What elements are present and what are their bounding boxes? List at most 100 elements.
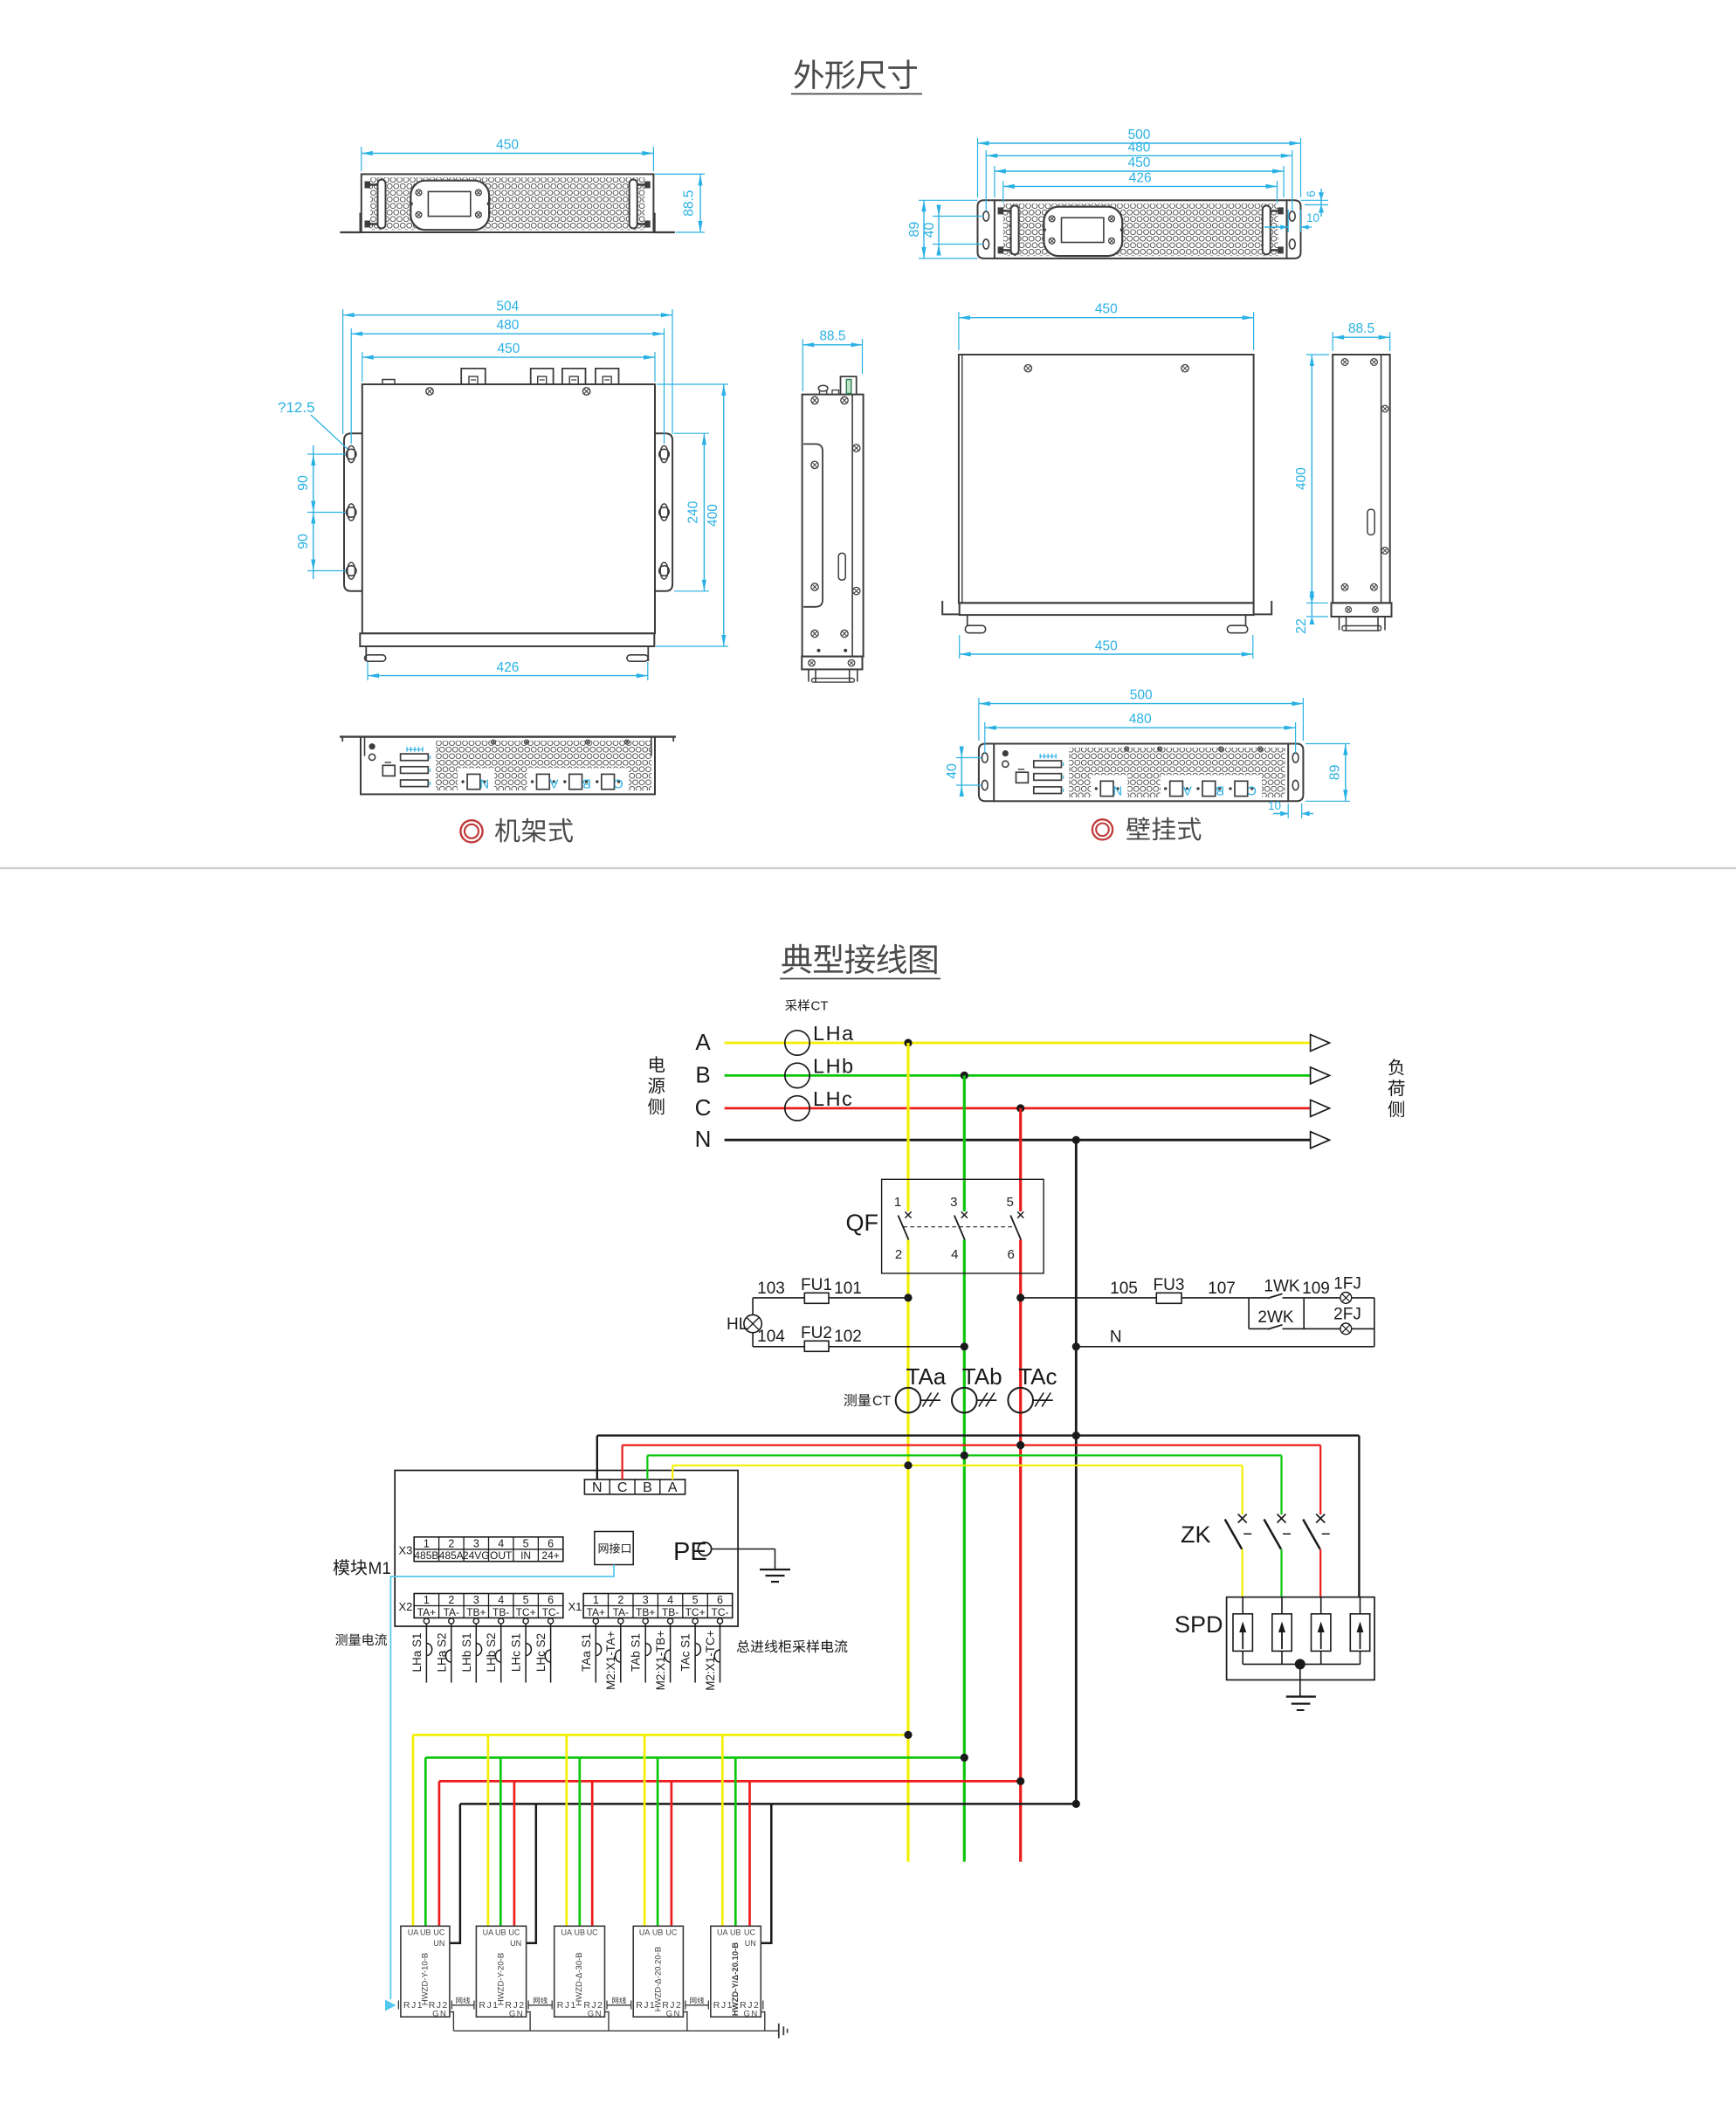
svg-text:450: 450 xyxy=(497,342,520,356)
svg-text:6: 6 xyxy=(1305,190,1318,197)
svg-text:B: B xyxy=(695,1061,710,1087)
svg-text:1: 1 xyxy=(424,1537,430,1549)
svg-text:N: N xyxy=(1110,1328,1122,1347)
svg-text:C: C xyxy=(695,1094,712,1121)
svg-text:TA-: TA- xyxy=(613,1606,629,1618)
svg-text:RJ1: RJ1 xyxy=(636,2000,656,2011)
svg-text:LHc S2: LHc S2 xyxy=(534,1633,548,1672)
svg-text:2FJ: 2FJ xyxy=(1333,1306,1361,1324)
svg-text:B: B xyxy=(643,1480,652,1495)
svg-text:101: 101 xyxy=(834,1280,862,1298)
svg-text:TB-: TB- xyxy=(662,1606,679,1618)
svg-text:ZK: ZK xyxy=(1181,1521,1211,1548)
svg-text:RJ2: RJ2 xyxy=(429,2000,449,2011)
svg-text:RJ1: RJ1 xyxy=(403,2000,424,2011)
svg-text:5: 5 xyxy=(692,1594,699,1606)
svg-text:A: A xyxy=(695,1029,711,1055)
svg-text:2: 2 xyxy=(895,1247,902,1262)
svg-text:UN: UN xyxy=(745,1939,756,1948)
svg-text:UB: UB xyxy=(420,1928,431,1937)
svg-text:RJ1: RJ1 xyxy=(479,2000,499,2011)
svg-text:2WK: 2WK xyxy=(1257,1308,1294,1327)
svg-text:GN: GN xyxy=(432,2010,447,2019)
svg-text:TAa: TAa xyxy=(906,1363,947,1390)
svg-text:UA: UA xyxy=(639,1928,651,1937)
svg-text:A: A xyxy=(668,1480,678,1495)
svg-text:1: 1 xyxy=(894,1195,901,1210)
svg-text:OUT: OUT xyxy=(490,1549,513,1562)
svg-text:CT: CT xyxy=(872,1394,892,1409)
svg-text:C: C xyxy=(1247,783,1257,798)
svg-text:UC: UC xyxy=(744,1928,755,1937)
svg-text:A: A xyxy=(1183,783,1192,798)
svg-text:TAc S1: TAc S1 xyxy=(679,1633,692,1671)
svg-text:88.5: 88.5 xyxy=(819,328,845,343)
svg-text:3: 3 xyxy=(950,1195,957,1210)
svg-text:400: 400 xyxy=(706,504,720,527)
svg-text:M2:X1-TA+: M2:X1-TA+ xyxy=(604,1631,617,1690)
svg-text:FU3: FU3 xyxy=(1154,1276,1185,1294)
svg-text:400: 400 xyxy=(1294,467,1309,490)
svg-text:TB+: TB+ xyxy=(636,1606,655,1618)
svg-text:2: 2 xyxy=(617,1594,623,1606)
svg-text:UN: UN xyxy=(433,1939,444,1948)
svg-text:LHc S1: LHc S1 xyxy=(510,1633,523,1672)
svg-text:1: 1 xyxy=(593,1594,599,1606)
svg-text:UA: UA xyxy=(717,1928,728,1937)
svg-text:450: 450 xyxy=(496,138,519,153)
svg-text:109: 109 xyxy=(1302,1280,1330,1298)
svg-text:LHc: LHc xyxy=(813,1087,853,1110)
svg-text:90: 90 xyxy=(296,534,311,549)
svg-text:UN: UN xyxy=(510,1939,521,1948)
svg-text:RJ2: RJ2 xyxy=(662,2000,682,2011)
svg-text:N: N xyxy=(695,1126,712,1152)
svg-text:RJ2: RJ2 xyxy=(740,2000,760,2011)
svg-text:GN: GN xyxy=(666,2010,681,2019)
svg-text:1FJ: 1FJ xyxy=(1333,1275,1361,1294)
svg-text:N: N xyxy=(479,776,489,791)
svg-text:UA: UA xyxy=(561,1928,573,1937)
svg-text:5: 5 xyxy=(523,1594,529,1606)
svg-text:TA+: TA+ xyxy=(587,1606,605,1618)
svg-text:HWZD-Δ-20.20-B: HWZD-Δ-20.20-B xyxy=(653,1947,663,2011)
svg-text:88.5: 88.5 xyxy=(682,190,697,217)
svg-text:240: 240 xyxy=(686,500,701,523)
svg-text:FU1: FU1 xyxy=(801,1276,832,1294)
svg-text:450: 450 xyxy=(1128,155,1151,170)
svg-text:TB+: TB+ xyxy=(466,1606,486,1618)
svg-text:450: 450 xyxy=(1095,302,1118,317)
svg-text:B: B xyxy=(1216,783,1224,798)
svg-text:4: 4 xyxy=(498,1594,504,1606)
svg-text:FU2: FU2 xyxy=(801,1324,832,1342)
svg-text:426: 426 xyxy=(496,660,519,675)
svg-text:TC+: TC+ xyxy=(516,1606,536,1618)
svg-text:10: 10 xyxy=(1268,799,1281,812)
svg-text:500: 500 xyxy=(1128,128,1151,142)
svg-text:2: 2 xyxy=(448,1537,454,1549)
svg-text:UC: UC xyxy=(665,1928,677,1937)
svg-text:QF: QF xyxy=(846,1210,879,1236)
svg-text:UC: UC xyxy=(433,1928,444,1937)
svg-text:3: 3 xyxy=(643,1594,649,1606)
svg-text:TC-: TC- xyxy=(712,1606,729,1618)
svg-text:?12.5: ?12.5 xyxy=(278,399,315,416)
svg-text:TA-: TA- xyxy=(444,1606,459,1618)
svg-text:CT: CT xyxy=(811,998,829,1013)
svg-text:UA: UA xyxy=(483,1928,494,1937)
svg-text:4: 4 xyxy=(951,1247,958,1262)
svg-text:UB: UB xyxy=(652,1928,664,1937)
svg-text:40: 40 xyxy=(945,763,960,779)
svg-text:GN: GN xyxy=(588,2010,603,2019)
svg-text:6: 6 xyxy=(548,1537,554,1549)
svg-text:4: 4 xyxy=(667,1594,673,1606)
svg-text:UA: UA xyxy=(408,1928,419,1937)
svg-text:450: 450 xyxy=(1095,638,1118,653)
svg-text:HWZD-Y-10-B: HWZD-Y-10-B xyxy=(420,1953,430,2005)
svg-text:X3: X3 xyxy=(399,1543,413,1556)
svg-text:105: 105 xyxy=(1110,1280,1138,1298)
svg-text:500: 500 xyxy=(1130,688,1153,703)
svg-text:A: A xyxy=(549,776,558,791)
svg-text:10: 10 xyxy=(1306,211,1319,224)
svg-text:TC+: TC+ xyxy=(685,1606,706,1618)
svg-text:UC: UC xyxy=(587,1928,598,1937)
